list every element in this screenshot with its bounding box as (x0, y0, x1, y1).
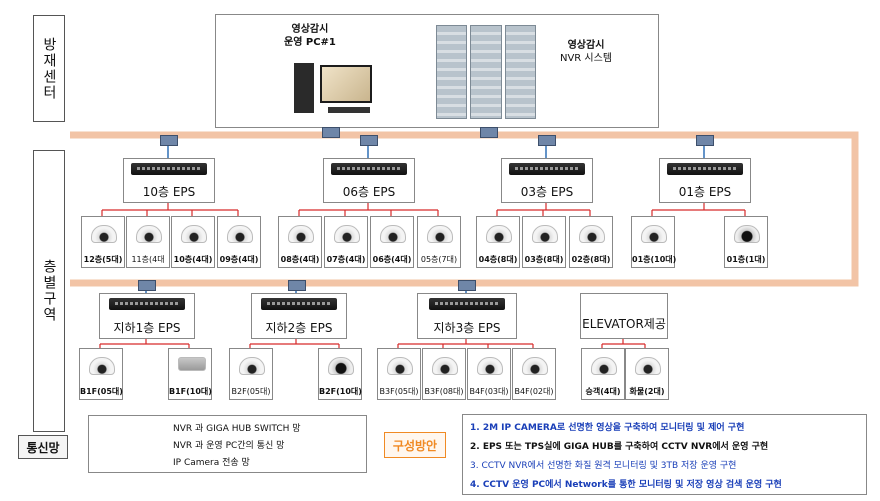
camera-icon (641, 225, 667, 243)
backbone-node-pc (322, 127, 340, 138)
camera-tile: 06층(4대) (370, 216, 414, 268)
camera-icon (387, 357, 413, 375)
switch-icon (131, 163, 207, 175)
switch-icon (509, 163, 585, 175)
ptz-camera-icon (734, 225, 760, 243)
nvr-label: 영상감시 NVR 시스템 (559, 40, 613, 64)
backbone-node-10f (160, 135, 178, 146)
camera-icon (486, 225, 512, 243)
camera-tile: 10층(4대) (171, 216, 215, 268)
camera-icon (136, 225, 162, 243)
camera-tile: B4F(03대) (467, 348, 511, 400)
plan-box (462, 414, 867, 495)
eps-switch-b1: 지하1층 EPS (99, 293, 195, 339)
eps-switch-01f: 01층 EPS (659, 158, 751, 203)
camera-tile: 03층(8대) (522, 216, 566, 268)
camera-tile: B3F(05대) (377, 348, 421, 400)
camera-tile: 11층(4대 (126, 216, 170, 268)
camera-icon (477, 357, 503, 375)
camera-tile: 05층(7대) (417, 216, 461, 268)
camera-icon (532, 225, 558, 243)
camera-icon (427, 225, 453, 243)
plan-title: 구성방안 (384, 432, 446, 458)
control-center-box: 영상감시 운영 PC#1 영상감시 NVR 시스템 (215, 14, 659, 128)
camera-tile: 09층(4대) (217, 216, 261, 268)
camera-icon (432, 357, 458, 375)
pc-monitor-icon (320, 65, 372, 103)
plan-item-4: 4. CCTV 운영 PC에서 Network를 통한 모니터링 및 저장 영상… (470, 480, 782, 490)
backbone-node-01f (696, 135, 714, 146)
floor-zone-label: 층별구역 (33, 150, 65, 432)
control-center-label: 방재센터 (33, 15, 65, 122)
legend-backbone: NVR 과 GIGA HUB SWITCH 망 (173, 424, 301, 434)
keyboard-icon (328, 107, 370, 113)
camera-tile: 08층(4대) (278, 216, 322, 268)
backbone-node-b2 (288, 280, 306, 291)
camera-tile: 01층(1대) (724, 216, 768, 268)
camera-icon (334, 225, 360, 243)
camera-tile: B4F(02대) (512, 348, 556, 400)
pc-label: 영상감시 운영 PC#1 (284, 24, 336, 48)
camera-tile: 04층(8대) (476, 216, 520, 268)
eps-switch-10f: 10층 EPS (123, 158, 215, 203)
camera-icon (288, 225, 314, 243)
camera-tile: 07층(4대) (324, 216, 368, 268)
camera-tile: B1F(10대) (168, 348, 212, 400)
camera-icon (239, 357, 265, 375)
camera-tile: 02층(8대) (569, 216, 613, 268)
eps-elevator: ELEVATOR제공 (580, 293, 668, 339)
camera-icon (522, 357, 548, 375)
plan-item-2: 2. EPS 또는 TPS실에 GIGA HUB를 구축하여 CCTV NVR에… (470, 442, 769, 452)
switch-icon (109, 298, 185, 310)
plan-item-1: 1. 2M IP CAMERA로 선명한 영상을 구축하여 모니터링 및 제어 … (470, 423, 745, 433)
backbone-node-03f (538, 135, 556, 146)
legend-pc-link: NVR 과 운영 PC간의 통신 망 (173, 441, 285, 451)
switch-icon (331, 163, 407, 175)
eps-switch-03f: 03층 EPS (501, 158, 593, 203)
switch-icon (261, 298, 337, 310)
camera-tile: B2F(05대) (229, 348, 273, 400)
camera-tile: 화물(2대) (625, 348, 669, 400)
camera-tile: 01층(10대) (631, 216, 676, 268)
camera-icon (89, 357, 115, 375)
backbone-node-b3 (458, 280, 476, 291)
camera-icon (91, 225, 117, 243)
eps-switch-b2: 지하2층 EPS (251, 293, 347, 339)
camera-tile: B3F(08대) (422, 348, 466, 400)
camera-links (99, 202, 746, 348)
legend-camera-link: IP Camera 전송 망 (173, 458, 250, 468)
camera-icon (579, 225, 605, 243)
ptz-camera-icon (328, 357, 354, 375)
pc-tower-icon (294, 63, 314, 113)
eps-switch-06f: 06층 EPS (323, 158, 415, 203)
camera-icon (227, 225, 253, 243)
camera-tile: B2F(10대) (318, 348, 362, 400)
nvr-rack-icon (436, 25, 536, 119)
camera-icon (181, 225, 207, 243)
bullet-camera-icon (178, 357, 206, 371)
network-legend-title: 통신망 (18, 435, 68, 459)
camera-tile: B1F(05대) (79, 348, 123, 400)
plan-item-3: 3. CCTV NVR에서 선명한 화질 원격 모니터링 및 3TB 저장 운영… (470, 461, 737, 471)
backbone-node-b1 (138, 280, 156, 291)
switch-icon (429, 298, 505, 310)
switch-icon (667, 163, 743, 175)
eps-switch-b3: 지하3층 EPS (417, 293, 517, 339)
camera-icon (635, 357, 661, 375)
backbone-node-nvr (480, 127, 498, 138)
camera-icon (591, 357, 617, 375)
camera-tile: 승객(4대) (581, 348, 625, 400)
backbone-node-06f (360, 135, 378, 146)
camera-icon (380, 225, 406, 243)
network-legend-box (88, 415, 367, 473)
camera-tile: 12층(5대) (81, 216, 125, 268)
